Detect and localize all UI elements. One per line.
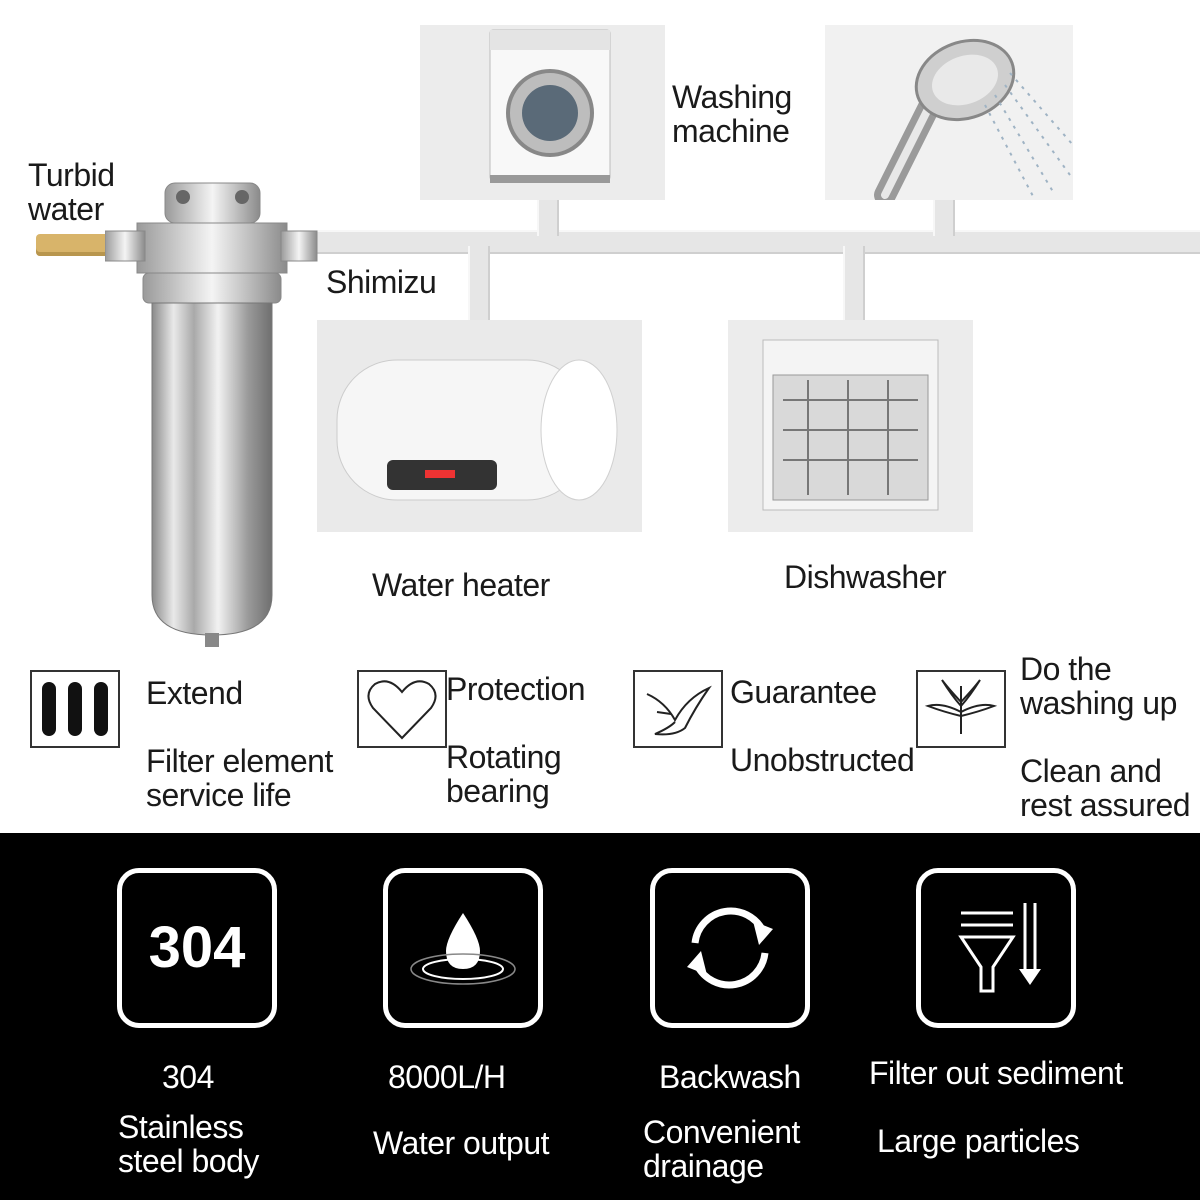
pipe-branch-water-heater — [468, 246, 490, 322]
bird-icon — [633, 670, 723, 748]
feature-desc-protection: Rotating bearing — [446, 739, 562, 809]
pipe-branch-shower — [933, 196, 955, 236]
spec-value-backwash: Backwash — [659, 1059, 801, 1095]
shower-photo — [825, 25, 1073, 200]
dishwasher-photo — [728, 320, 973, 532]
washing-machine-icon — [489, 29, 611, 183]
funnel-filter-icon — [916, 868, 1076, 1028]
refresh-arrows-icon — [650, 868, 810, 1028]
spec-desc-water-output: Water output — [373, 1125, 550, 1161]
water-heater-photo — [317, 320, 642, 532]
water-drop-icon — [383, 868, 543, 1028]
feature-title-guarantee: Guarantee — [730, 674, 877, 710]
304-icon-text: 304 — [148, 915, 246, 980]
washing-machine-photo — [420, 25, 665, 200]
shower-head-icon — [874, 38, 1073, 200]
feature-title-washing-up: Do the washing up — [1020, 651, 1177, 721]
water-heater-label: Water heater — [372, 567, 550, 603]
main-water-pipe — [300, 230, 1200, 254]
brand-label: Shimizu — [326, 264, 437, 300]
feature-desc-washing-up: Clean and rest assured — [1020, 753, 1191, 823]
dishwasher-label: Dishwasher — [784, 559, 947, 595]
leaf-icon — [916, 670, 1006, 748]
filter-housing — [105, 182, 318, 647]
pipe-branch-dishwasher — [843, 246, 865, 322]
heart-icon — [357, 670, 447, 748]
spec-value-304: 304 — [162, 1059, 214, 1095]
feature-title-protection: Protection — [446, 671, 586, 707]
source-label: Turbid water — [28, 157, 115, 227]
feature-desc-extend: Filter element service life — [146, 743, 333, 813]
feature-title-extend: Extend — [146, 675, 243, 711]
filter-element-icon — [30, 670, 120, 748]
spec-value-water-output: 8000L/H — [388, 1059, 506, 1095]
304-icon: 304 — [117, 868, 277, 1028]
feature-desc-guarantee: Unobstructed — [730, 742, 915, 778]
inlet-hose — [36, 234, 112, 256]
spec-desc-backwash: Convenient drainage — [643, 1114, 800, 1184]
specs-band — [0, 833, 1200, 1200]
water-heater-icon — [336, 359, 618, 501]
washing-machine-label: Washing machine — [672, 79, 792, 149]
spec-desc-304: Stainless steel body — [118, 1109, 259, 1179]
pipe-branch-washing-machine — [537, 196, 559, 236]
dishwasher-icon — [762, 339, 939, 511]
spec-value-filter: Filter out sediment — [869, 1055, 1123, 1091]
spec-desc-filter: Large particles — [877, 1123, 1080, 1159]
